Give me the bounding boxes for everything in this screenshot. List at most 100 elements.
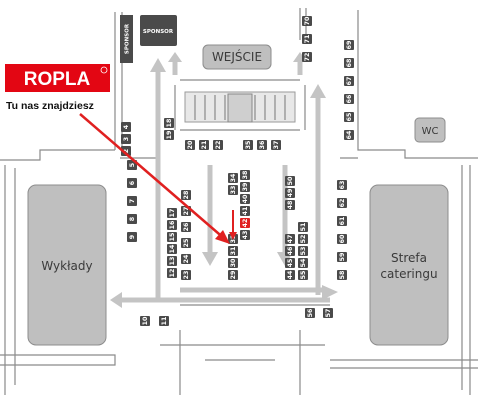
booth-number: 44 — [287, 270, 294, 279]
booth — [228, 270, 238, 280]
booth — [127, 232, 137, 242]
booth — [298, 258, 308, 268]
booth-number: 47 — [287, 235, 294, 244]
booth — [140, 316, 150, 326]
booth-number: 6 — [129, 180, 136, 185]
flow-arrows — [110, 52, 338, 308]
booth-number: 62 — [339, 199, 346, 208]
booth — [127, 178, 137, 188]
booth — [228, 258, 238, 268]
catering-label-line1: Strefa — [391, 251, 427, 265]
booth — [285, 246, 295, 256]
booth-number: 29 — [230, 271, 237, 280]
booth-number: 38 — [242, 171, 249, 180]
booth-number: 21 — [201, 141, 208, 150]
booth-number: 18 — [166, 119, 173, 128]
logo-text: ROPLA — [24, 69, 91, 90]
booth-number: 36 — [259, 140, 266, 149]
booth-number: 24 — [183, 254, 190, 263]
booth — [181, 254, 191, 264]
sponsor-box: SPONSOR — [140, 15, 177, 46]
booth-number: 5 — [129, 163, 136, 167]
booth-number: 49 — [287, 189, 294, 198]
booth-number: 53 — [300, 247, 307, 256]
booth — [344, 94, 354, 104]
booth-number: 14 — [169, 244, 176, 253]
catering-zone: Strefa cateringu — [369, 184, 449, 346]
booth — [185, 140, 195, 150]
booth — [344, 76, 354, 86]
booth — [164, 118, 174, 128]
booth — [285, 270, 295, 280]
booth — [213, 140, 223, 150]
booth-number: 17 — [169, 209, 176, 218]
booth — [240, 194, 250, 204]
booth-number: 52 — [300, 235, 307, 244]
booth — [181, 190, 191, 200]
booth-number: 57 — [325, 309, 332, 318]
booth — [159, 316, 169, 326]
entrance-stairs — [184, 91, 296, 123]
booth-number: 63 — [339, 181, 346, 190]
booth-number: 28 — [183, 191, 190, 200]
booth — [240, 206, 250, 216]
booth-number: 54 — [300, 258, 307, 267]
booth — [181, 270, 191, 280]
sponsor-vertical: SPONSOR — [120, 15, 133, 63]
booth — [337, 216, 347, 226]
booth-number: 64 — [346, 130, 353, 139]
booth — [181, 238, 191, 248]
booth-number: 26 — [183, 222, 190, 231]
booth-number: 34 — [230, 173, 237, 182]
walls — [0, 8, 478, 395]
booth-number: 58 — [339, 271, 346, 280]
booth — [337, 252, 347, 262]
catering-label-line2: cateringu — [380, 267, 437, 281]
booth — [167, 244, 177, 254]
booth — [298, 246, 308, 256]
booth-number: 43 — [242, 231, 249, 240]
wc-zone: WC — [414, 117, 446, 143]
booth-number: 70 — [304, 16, 311, 25]
booth-number: 55 — [300, 271, 307, 280]
booth — [302, 34, 312, 44]
booth — [285, 188, 295, 198]
booth — [302, 16, 312, 26]
booth-number: 22 — [215, 141, 222, 150]
booth-number: 27 — [183, 207, 190, 216]
booth-number: 46 — [287, 246, 294, 255]
booth — [240, 230, 250, 240]
booth-number: 42 — [242, 219, 249, 228]
booth-number: 61 — [339, 217, 346, 226]
pointer-arrow — [79, 113, 237, 244]
booth — [167, 256, 177, 266]
booth — [344, 112, 354, 122]
booth-number: 3 — [123, 137, 130, 141]
booth — [337, 270, 347, 280]
booth — [298, 270, 308, 280]
entrance-label: WEJŚCIE — [212, 49, 262, 64]
booth-number: 9 — [129, 235, 136, 239]
booth — [285, 200, 295, 210]
booth-number: 56 — [307, 308, 314, 317]
booth — [302, 52, 312, 62]
booth — [298, 234, 308, 244]
sponsor-vertical-label: SPONSOR — [125, 23, 131, 54]
booth — [228, 246, 238, 256]
booth-number: 19 — [166, 131, 173, 140]
entrance-zone: WEJŚCIE — [202, 44, 272, 70]
booth — [285, 176, 295, 186]
booth-number: 45 — [287, 259, 294, 268]
booth — [127, 196, 137, 206]
booth — [167, 232, 177, 242]
booth-number: 66 — [346, 94, 353, 103]
booth-number: 67 — [346, 77, 353, 86]
booth-number: 10 — [142, 316, 149, 325]
booth-highlighted — [240, 218, 250, 228]
booth-number: 71 — [304, 35, 311, 44]
booth — [121, 122, 131, 132]
booth-number: 51 — [300, 223, 307, 232]
booth-number: 31 — [230, 247, 237, 256]
booth-number: 8 — [129, 217, 136, 221]
